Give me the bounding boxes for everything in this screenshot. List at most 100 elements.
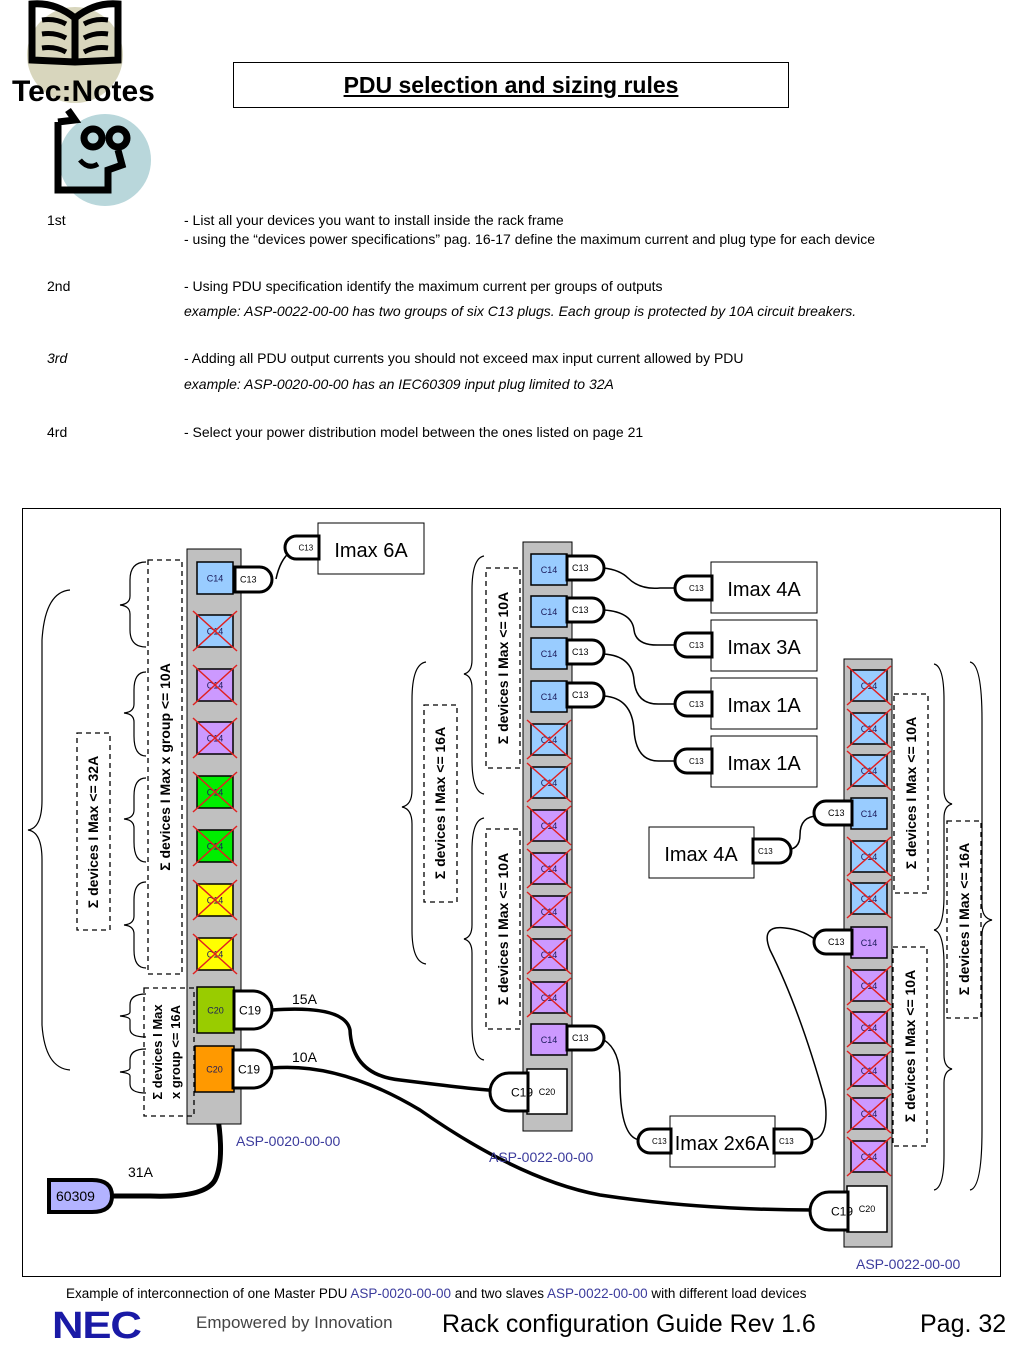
constraint-slave2-group1: Σ devices I Max <= 10A [903,717,919,869]
svg-text:Imax 1A: Imax 1A [727,695,801,717]
plug-c19: C19 [488,1071,533,1113]
plug-c13: C13 [812,928,854,956]
device-imax3a: Imax 3A [710,619,818,672]
outlet-unused-c14: C14 [192,933,238,975]
device-imax4a-top: Imax 4A [710,561,818,614]
svg-text:Imax 4A: Imax 4A [664,844,738,866]
constraint-box-master-c20 [143,987,195,1117]
outlet-unused-c14: C14 [526,762,572,803]
tagline: Empowered by Innovation [196,1313,393,1332]
plug-c13: C13 [565,554,606,582]
constraint-master-c20-line2: x group <= 16A [168,1004,183,1099]
current-labels: 15A 10A 31A [128,991,318,1180]
page-number: Pag. 32 [920,1310,1007,1338]
brace-group [123,671,147,757]
step-number: 1st [47,212,66,228]
cable-input [110,1111,224,1199]
page-title: PDU selection and sizing rules [343,71,679,98]
plug-label: C13 [828,937,845,947]
brace-slave1-group [463,555,485,795]
outlet-unused-c14: C14 [526,977,572,1018]
step-example: example: ASP-0020-00-00 has an IEC60309 … [184,376,614,392]
outlet-label: C20 [207,1006,224,1016]
page-title-box: PDU selection and sizing rules [233,62,789,108]
nec-logo: NEC [52,1305,142,1347]
outlet-unused-c14: C14 [526,719,572,760]
plug-c19: C19 [232,989,274,1031]
unused-cross-icon [526,805,572,846]
unused-cross-icon [192,879,238,921]
cable-master-to-slave2 [271,1065,816,1212]
outlet-unused-c14: C14 [526,891,572,932]
plug-c13: C13 [233,565,274,594]
brace-slave1-total [401,661,427,965]
unused-cross-icon [846,750,892,791]
outlet-unused-c14: C14 [846,878,892,919]
caption-suffix: with different load devices [647,1286,807,1301]
unused-cross-icon [192,664,238,706]
unused-cross-icon [846,1093,892,1134]
brace-slave2-total [969,661,993,1191]
brace-c20-group [119,993,147,1038]
plug-label: C19 [511,1085,533,1099]
unused-cross-icon [526,719,572,760]
plug-label: C13 [240,575,257,585]
plug-c19: C19 [808,1190,853,1232]
plug-c13: C13 [565,681,606,709]
brace-slave2-group [933,929,953,1191]
plug-label: C13 [689,641,704,650]
plug-label: C13 [758,847,773,856]
outlet-unused-c14: C14 [846,1093,892,1134]
constraint-box-slave1-total [423,704,458,903]
svg-text:Imax 1A: Imax 1A [727,753,801,775]
unused-cross-icon [192,610,238,652]
outlet-unused-c14: C14 [846,1136,892,1177]
current-c19-top: 15A [292,991,318,1007]
caption-middle: and two slaves [450,1286,548,1301]
outlet-label: C14 [861,938,878,948]
plug-label: C19 [239,1003,261,1017]
plug-label: C13 [828,808,845,818]
plug-label: C19 [238,1062,260,1076]
outlet-label: C14 [541,692,558,702]
tecnotes-logo: Tec:Notes [12,0,155,206]
cable-imax3a [603,609,680,646]
constraint-master-c14-group: Σ devices I Max x group <= 10A [157,663,173,871]
cable-imax2x6a-right [766,926,827,1141]
device-plug-c13: C13 [673,631,714,659]
constraint-slave2-group2: Σ devices I Max <= 10A [902,970,918,1122]
unused-cross-icon [846,965,892,1006]
step-number: 3rd [47,350,68,366]
pdu-label-master: ASP-0020-00-00 [236,1133,341,1149]
constraint-box-master-total [76,732,111,931]
constraint-slave2-total: Σ devices I Max <= 16A [956,843,972,995]
plug-label: C13 [572,647,589,657]
plug-c13: C13 [812,799,854,827]
constraint-slave1-group2: Σ devices I Max <= 10A [495,853,511,1005]
device-imax4a-mid: Imax 4A [648,826,755,879]
outlet-label: C14 [541,607,558,617]
outlet-c20: C20 [194,1045,235,1093]
unused-cross-icon [526,891,572,932]
unused-cross-icon [846,878,892,919]
caption-prefix: Example of interconnection of one Master… [66,1286,351,1301]
outlet-c14: C14 [530,553,568,586]
step-number: 2nd [47,278,71,294]
outlet-unused-c14: C14 [526,848,572,889]
inlet-label: C20 [539,1087,556,1097]
current-c19-bottom: 10A [292,1049,318,1065]
braces [27,555,993,1191]
caption-slave: ASP-0022-00-00 [547,1286,648,1301]
device-plug-c13: C13 [751,837,793,865]
plug-c19: C19 [231,1048,274,1090]
outlet-c14: C14 [530,637,568,670]
outlet-label: C14 [541,565,558,575]
outlet-c14: C14 [530,1023,568,1056]
outlet-unused-c14: C14 [846,965,892,1006]
step-example: example: ASP-0022-00-00 has two groups o… [184,303,857,319]
plug-label: C13 [572,690,589,700]
step-text: - using the “devices power specification… [184,231,876,247]
step-text: - List all your devices you want to inst… [184,212,564,228]
brace-group [123,777,147,863]
outlet-unused-c14: C14 [846,836,892,877]
